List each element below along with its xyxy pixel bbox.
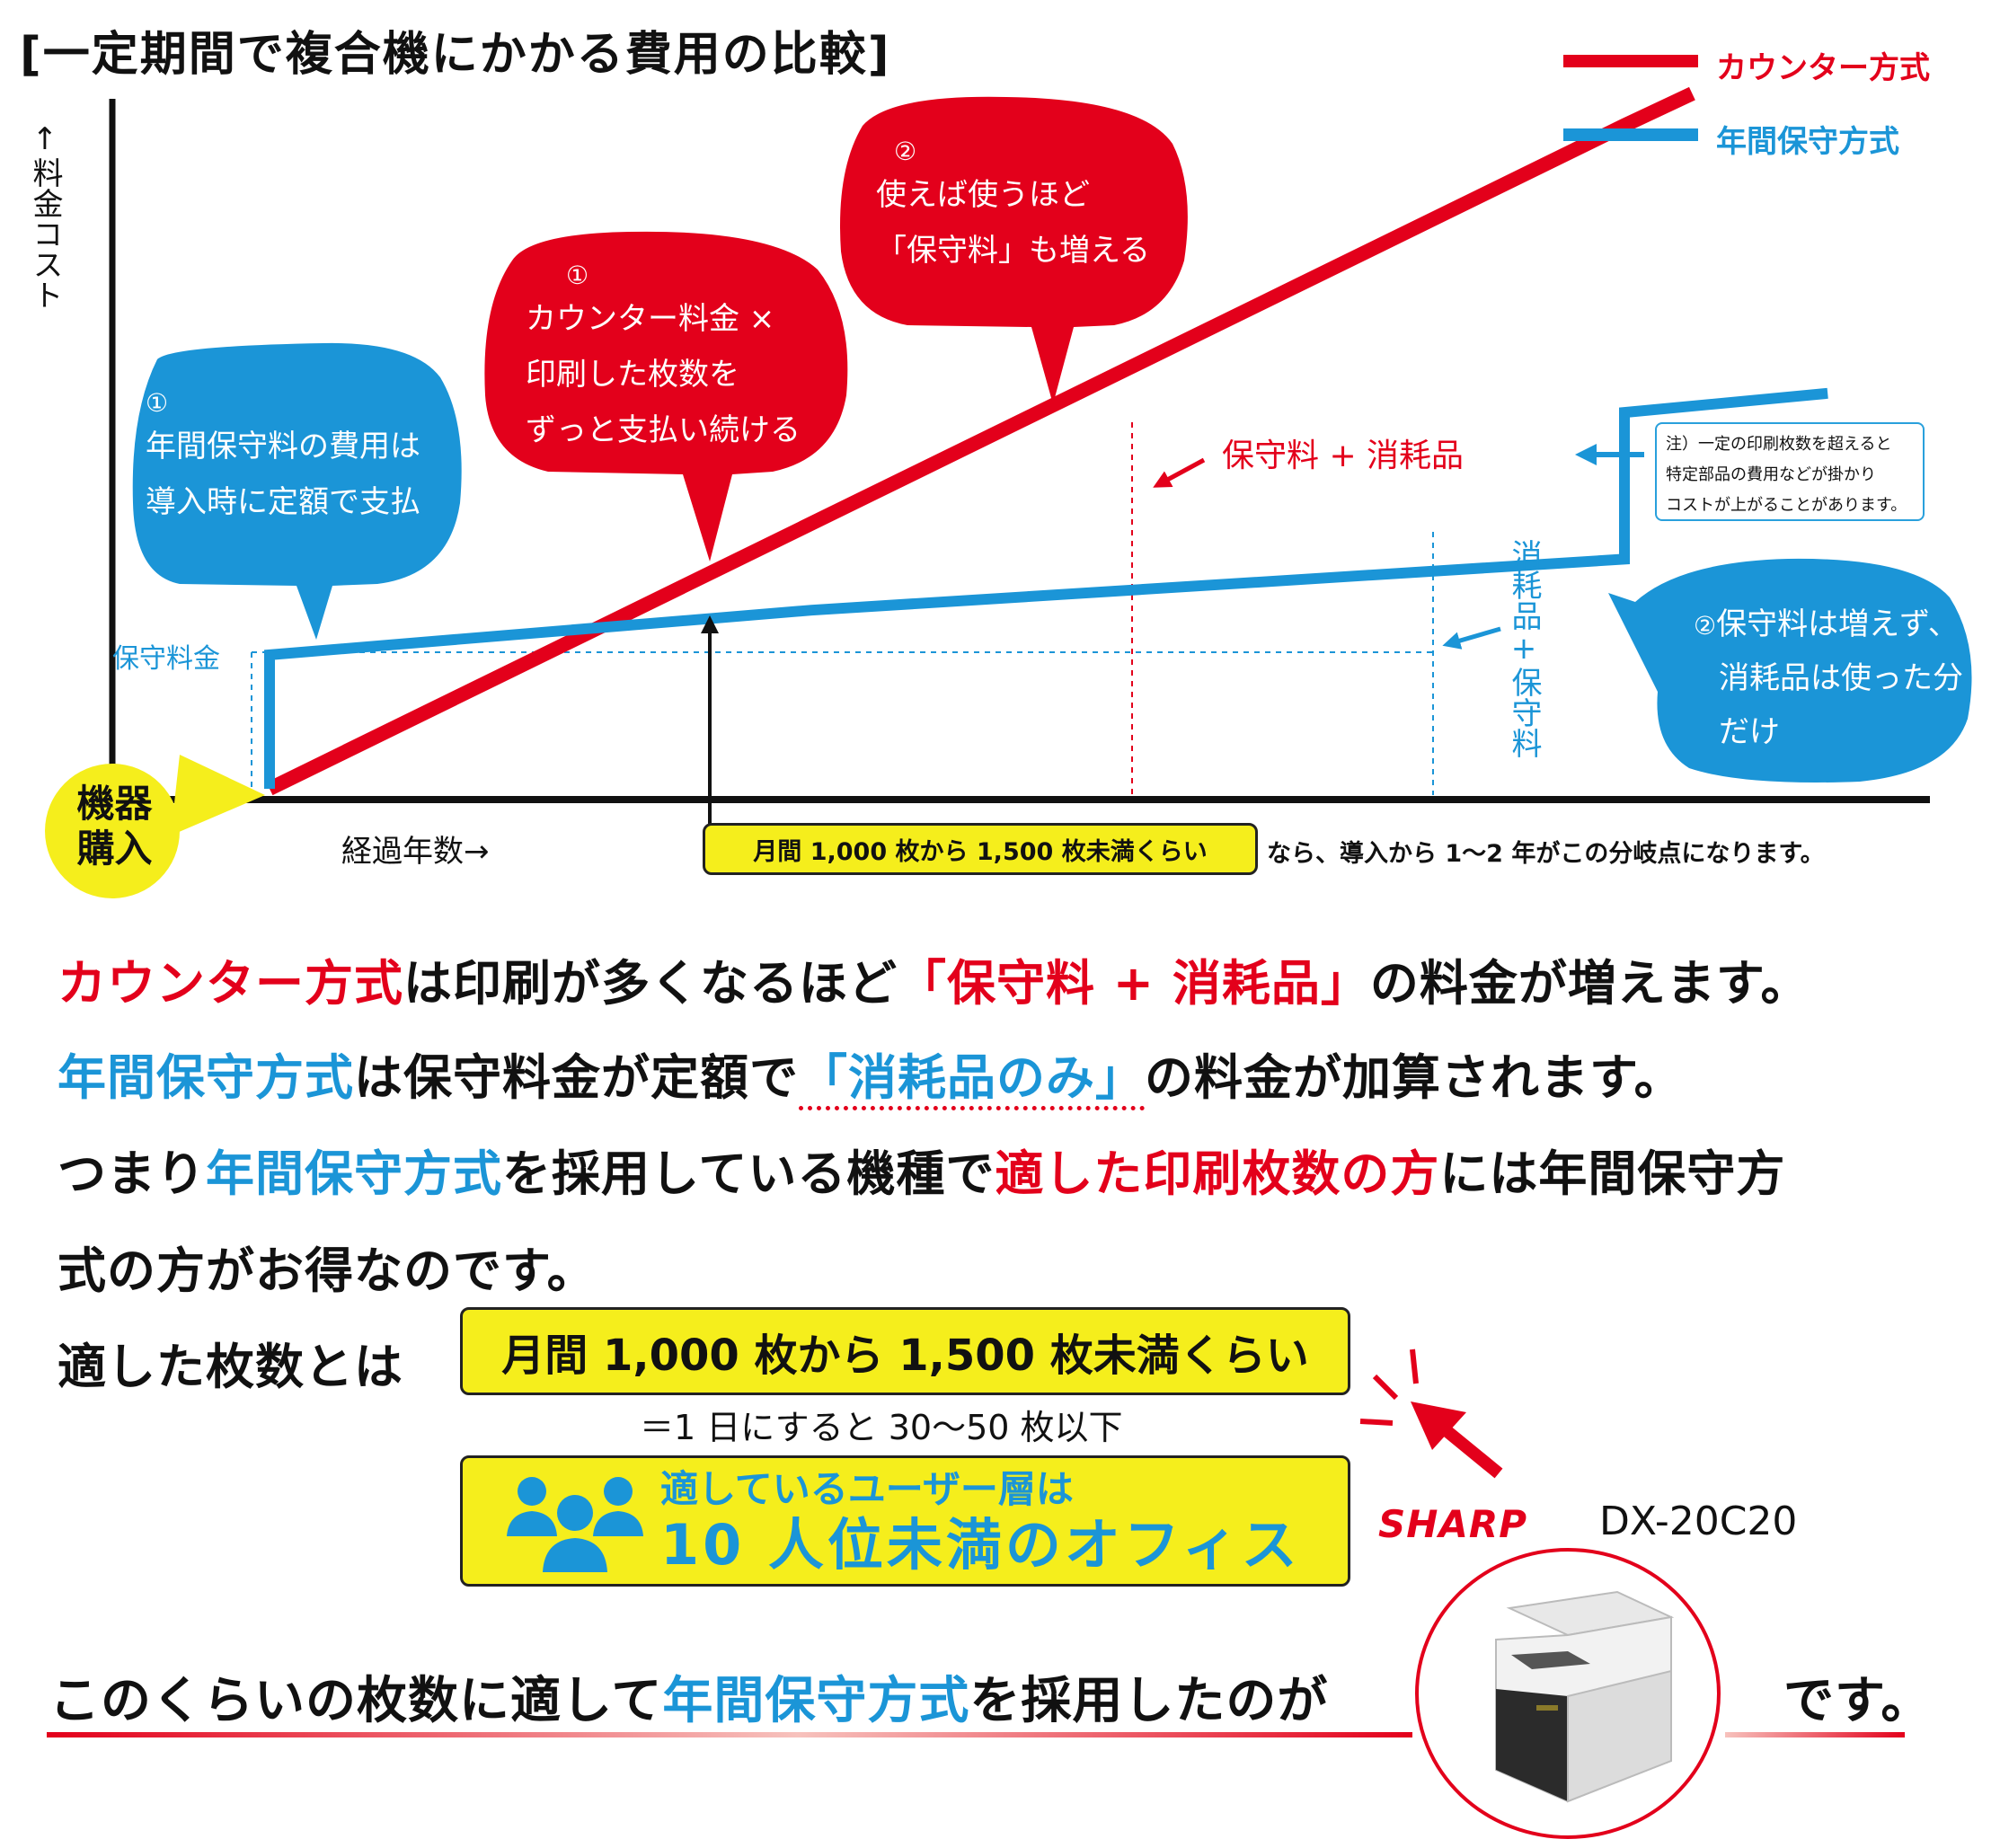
- purchase-circle: [45, 764, 180, 898]
- bubble-counter-2-shape: [840, 96, 1188, 404]
- note-line-2: 特定部品の費用などが掛かり: [1666, 465, 1876, 484]
- bubble-counter-2-line-1: 使えば使うほど: [876, 177, 1090, 213]
- product-image: [1415, 1548, 1721, 1839]
- reference-label: 保守料金: [112, 643, 220, 675]
- suitable-volume-label: 適した枚数とは: [58, 1339, 403, 1395]
- label-annual-cost: 消耗品+保守料: [1506, 539, 1542, 758]
- bubble-annual-1-num: ①: [146, 388, 169, 418]
- bubble-counter-2-line-2: 「保守料」も増える: [876, 233, 1150, 269]
- closing-underline-left: [47, 1732, 1412, 1737]
- bubble-annual-2-num: ②: [1694, 611, 1717, 641]
- arrow-annual-cost: [1442, 626, 1501, 650]
- closing-underline-right: [1725, 1732, 1905, 1737]
- cost-comparison-chart: [45, 55, 1972, 898]
- purchase-pointer: [171, 755, 265, 836]
- target-users-text: 適しているユーザー層は 10 人位未満のオフィス: [660, 1465, 1301, 1577]
- crossover-box: 月間 1,000 枚から 1,500 枚未満くらい: [703, 823, 1258, 875]
- bubble-annual-2-shape: [1608, 558, 1972, 783]
- target-users-box: 適しているユーザー層は 10 人位未満のオフィス: [460, 1455, 1350, 1587]
- bubble-annual-1-line-2: 導入時に定額で支払: [146, 484, 420, 520]
- brand-logo: SHARP: [1378, 1502, 1528, 1546]
- paragraph-line-1: カウンター方式は印刷が多くなるほど「保守料 + 消耗品」の料金が増えます。: [58, 955, 1810, 1012]
- suitable-volume-sub: ＝1 日にすると 30～50 枚以下: [640, 1408, 1123, 1447]
- target-users-line-1: 適しているユーザー層は: [660, 1467, 1074, 1511]
- bubble-counter-2-num: ②: [894, 137, 917, 166]
- label-counter-cost: 保守料 + 消耗品: [1222, 438, 1465, 474]
- model-name: DX-20C20: [1599, 1499, 1798, 1544]
- users-icon: [507, 1477, 643, 1572]
- bubble-counter-1-line-3: ずっと支払い続ける: [526, 412, 801, 448]
- paragraph-line-2: 年間保守方式は保守料金が定額で「消耗品のみ」の料金が加算されます。: [58, 1038, 1684, 1110]
- bubble-annual-2-line-3: だけ: [1719, 714, 1780, 750]
- bubble-annual-2-line-2: 消耗品は使った分: [1719, 660, 1963, 696]
- bubble-annual-1: ① 年間保守料の費用は 導入時に定額で支払: [146, 388, 420, 530]
- bubble-annual-1-line-1: 年間保守料の費用は: [146, 429, 420, 464]
- x-axis-label: 経過年数→: [341, 834, 490, 870]
- bubble-counter-1: ① カウンター料金 × 印刷した枚数を ずっと支払い続ける: [526, 261, 801, 458]
- bubble-counter-1-num: ①: [566, 261, 589, 290]
- series-annual-line: [264, 387, 1828, 789]
- closing-line-left: このくらいの枚数に適して年間保守方式を採用したのが: [49, 1672, 1329, 1730]
- attention-arrow-icon: [1359, 1348, 1503, 1479]
- closing-line-right: です。: [1783, 1672, 1933, 1730]
- bubble-counter-1-line-1: カウンター料金 ×: [526, 301, 775, 337]
- note-line-3: コストが上がることがあります。: [1666, 496, 1907, 515]
- bubble-counter-2: ② 使えば使うほど 「保守料」も増える: [876, 137, 1150, 279]
- bubble-annual-1-shape: [132, 342, 462, 640]
- bubble-counter-1-shape: [484, 231, 848, 561]
- bubble-counter-1-line-2: 印刷した枚数を: [526, 357, 739, 393]
- crossover-note: なら、導入から 1～2 年がこの分岐点になります。: [1267, 840, 1825, 868]
- series-counter-line: [266, 86, 1695, 796]
- bubble-annual-2-line-1: ②保守料は増えず、: [1694, 606, 1959, 642]
- bubble-annual-2: ②保守料は増えず、 消耗品は使った分 だけ: [1694, 597, 1963, 759]
- y-axis-label: ↑料金コスト: [27, 121, 63, 310]
- legend-label-counter: カウンター方式: [1716, 50, 1930, 86]
- target-users-line-2: 10 人位未満のオフィス: [660, 1512, 1301, 1578]
- suitable-volume-box: 月間 1,000 枚から 1,500 枚未満くらい: [460, 1307, 1350, 1395]
- page-title: [一定期間で複合機にかかる費用の比較]: [20, 28, 891, 82]
- arrow-counter-cost: [1153, 457, 1206, 488]
- paragraph-line-3: つまり年間保守方式を採用している機種で適した印刷枚数の方には年間保守方: [58, 1145, 1786, 1202]
- legend-label-annual: 年間保守方式: [1716, 124, 1899, 160]
- note-box: 注）一定の印刷枚数を超えると 特定部品の費用などが掛かり コストが上がることがあ…: [1655, 422, 1925, 521]
- note-line-1: 注）一定の印刷枚数を超えると: [1666, 435, 1892, 454]
- paragraph-line-4: 式の方がお得なのです。: [58, 1242, 597, 1299]
- purchase-label: 機器購入: [76, 782, 153, 871]
